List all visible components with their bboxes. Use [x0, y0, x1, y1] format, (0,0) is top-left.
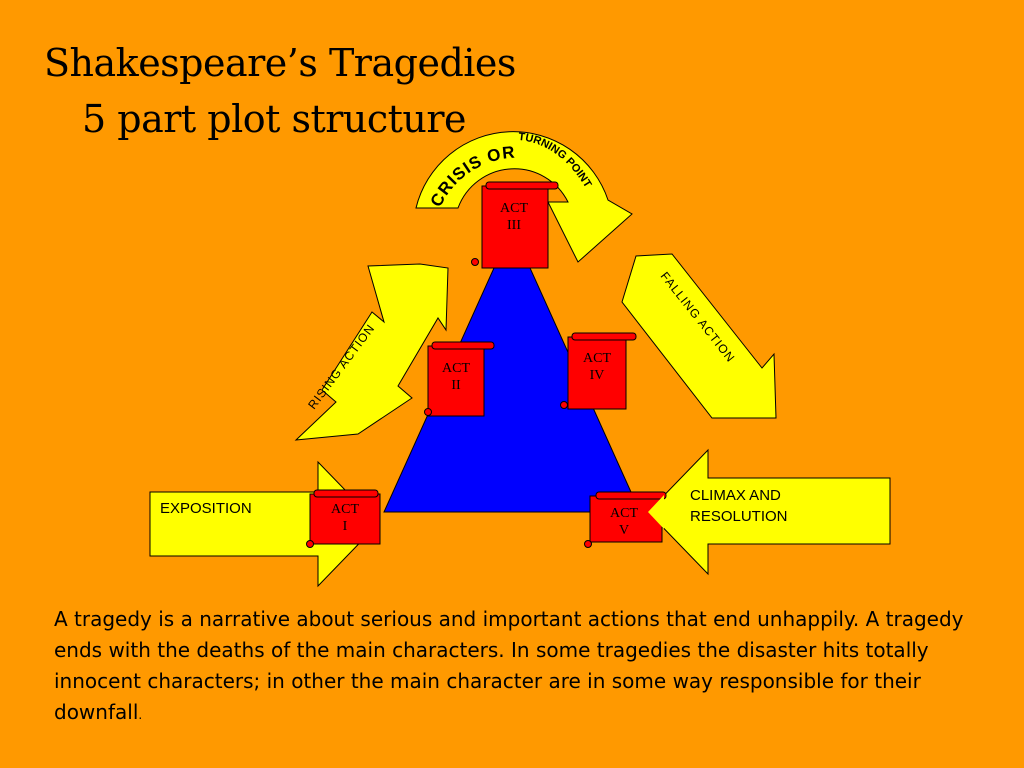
- act-4-scroll: [560, 332, 637, 410]
- act-2-scroll: [424, 341, 495, 417]
- act-3-scroll: [471, 181, 559, 269]
- act-1-text: ACT I: [315, 501, 375, 535]
- climax-arrow-tip: [648, 495, 664, 529]
- tragedy-definition: A tragedy is a narrative about serious a…: [54, 604, 964, 731]
- slide-title: Shakespeare’s Tragedies: [44, 41, 516, 85]
- act-4-label: ACT: [583, 351, 611, 366]
- act-1-numeral: I: [342, 519, 348, 534]
- act-5-text: ACT V: [594, 505, 654, 539]
- exposition-label: EXPOSITION: [160, 500, 252, 517]
- climax-resolution-label: CLIMAX AND RESOLUTION: [690, 487, 788, 525]
- climax-resolution-arrow: [647, 448, 891, 576]
- act-5-numeral: V: [618, 523, 630, 538]
- act-4-text: ACT IV: [567, 350, 627, 384]
- act-2-label: ACT: [442, 361, 470, 376]
- tragedy-definition-end: .: [138, 708, 143, 722]
- act-1-label: ACT: [331, 502, 359, 517]
- act-5-scroll: [584, 491, 667, 548]
- crisis-arrow: [415, 131, 633, 263]
- act-2-text: ACT II: [426, 360, 486, 394]
- rising-action-arrow: [294, 263, 449, 441]
- act-4-numeral: IV: [589, 368, 605, 383]
- act-5-label: ACT: [610, 506, 638, 521]
- act-2-numeral: II: [451, 378, 461, 393]
- tragedy-definition-text: A tragedy is a narrative about serious a…: [54, 607, 964, 724]
- slide-subtitle: 5 part plot structure: [82, 97, 467, 141]
- act-1-scroll: [306, 489, 381, 548]
- act-3-label: ACT: [500, 201, 528, 216]
- act-3-text: ACT III: [484, 200, 544, 234]
- act-3-numeral: III: [507, 218, 521, 233]
- falling-action-arrow: [621, 253, 777, 419]
